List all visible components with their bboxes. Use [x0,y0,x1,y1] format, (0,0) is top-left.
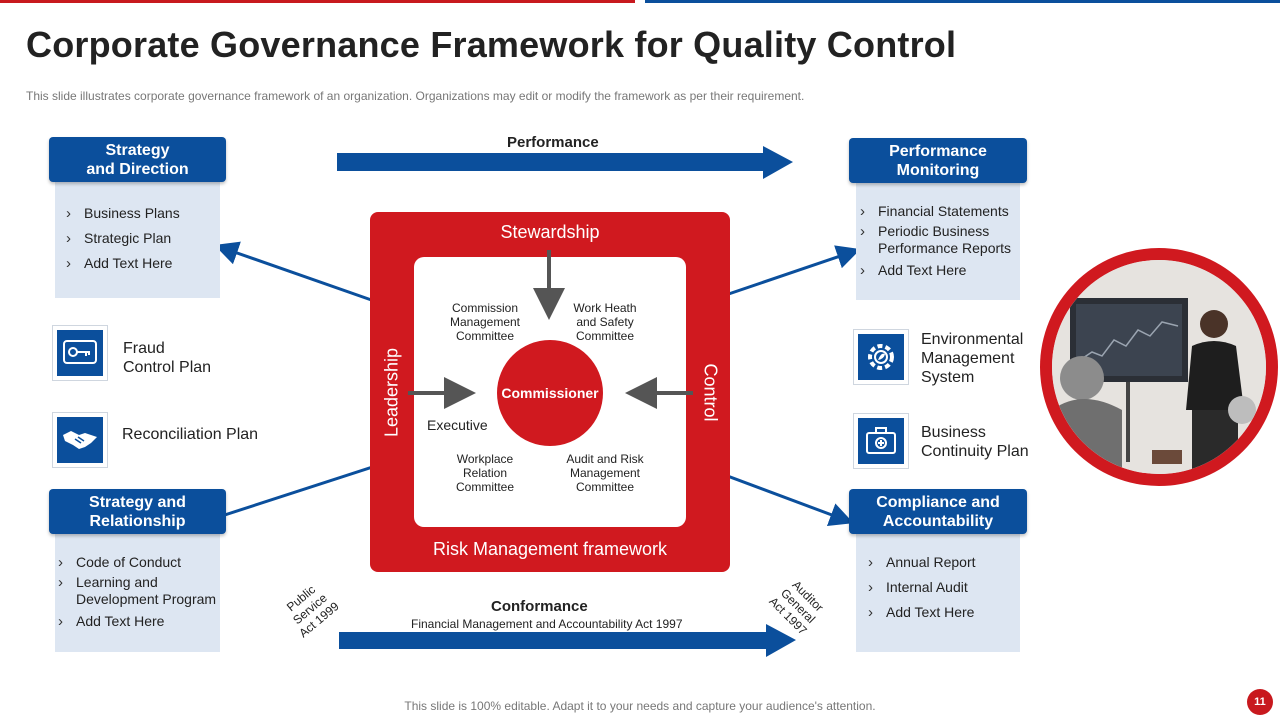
list-item: Add Text Here [856,262,1026,279]
key-card-icon [57,330,103,376]
handshake-icon [57,417,103,463]
list-item: Internal Audit [864,579,1024,596]
first-aid-kit-icon [858,418,904,464]
arrow-to-strategy-direction [214,241,381,305]
performance-monitoring-list: Financial Statements Periodic Business P… [856,203,1026,279]
list-item: Business Plans [62,205,222,222]
top-accent-bar-red [0,0,635,3]
compliance-list: Annual Report Internal Audit Add Text He… [864,554,1024,621]
list-item: Periodic Business Performance Reports [856,223,1026,257]
audit-risk-committee: Audit and Risk Management Committee [566,452,644,494]
environmental-label: Environmental Management System [921,331,1024,386]
presentation-photo [1052,260,1266,474]
strategy-direction-list: Business Plans Strategic Plan Add Text H… [62,205,222,272]
workplace-relation-committee: Workplace Relation Committee [455,452,514,494]
strategy-relationship-header: Strategy and Relationship [49,489,226,534]
list-item: Add Text Here [62,255,222,272]
list-item: Financial Statements [856,203,1026,220]
top-accent-bar-blue [645,0,1280,3]
strategy-relationship-list: Code of Conduct Learning and Development… [54,554,224,630]
footer-note: This slide is 100% editable. Adapt it to… [404,699,876,713]
performance-arrow [337,146,793,179]
list-item: Code of Conduct [54,554,224,571]
strategy-direction-header: Strategy and Direction [49,137,226,182]
list-item: Add Text Here [864,604,1024,621]
conformance-subtitle: Financial Management and Accountability … [411,617,683,631]
list-item: Learning and Development Program [54,574,224,608]
stewardship-label: Stewardship [500,222,600,242]
commissioner-node: Commissioner [497,340,603,446]
list-item: Add Text Here [54,613,224,630]
performance-label: Performance [507,134,599,151]
work-health-safety-committee: Work Heath and Safety Committee [573,301,637,343]
fraud-icon-box [52,325,108,381]
environmental-icon-box [853,329,909,385]
business-continuity-icon-box [853,413,909,469]
compliance-header: Compliance and Accountability [849,489,1027,534]
reconciliation-icon-box [52,412,108,468]
list-item: Strategic Plan [62,230,222,247]
page-number-badge: 11 [1247,689,1273,715]
commission-management-committee: Commission Management Committee [449,301,521,343]
page-subtitle: This slide illustrates corporate governa… [26,89,805,103]
fraud-control-label: Fraud Control Plan [123,340,212,376]
arrow-to-strategy-relationship [194,460,389,529]
performance-monitoring-header: Performance Monitoring [849,138,1027,183]
conformance-label: Conformance [491,598,588,615]
conformance-arrow [339,624,796,657]
reconciliation-label: Reconciliation Plan [122,426,259,443]
gear-leaf-icon [858,334,904,380]
executive-label: Executive [427,417,488,433]
page-title: Corporate Governance Framework for Quali… [26,24,957,65]
list-item: Annual Report [864,554,1024,571]
business-continuity-label: Business Continuity Plan [921,424,1029,460]
arrow-to-performance-monitoring [704,245,861,304]
risk-management-label: Risk Management framework [432,539,668,559]
